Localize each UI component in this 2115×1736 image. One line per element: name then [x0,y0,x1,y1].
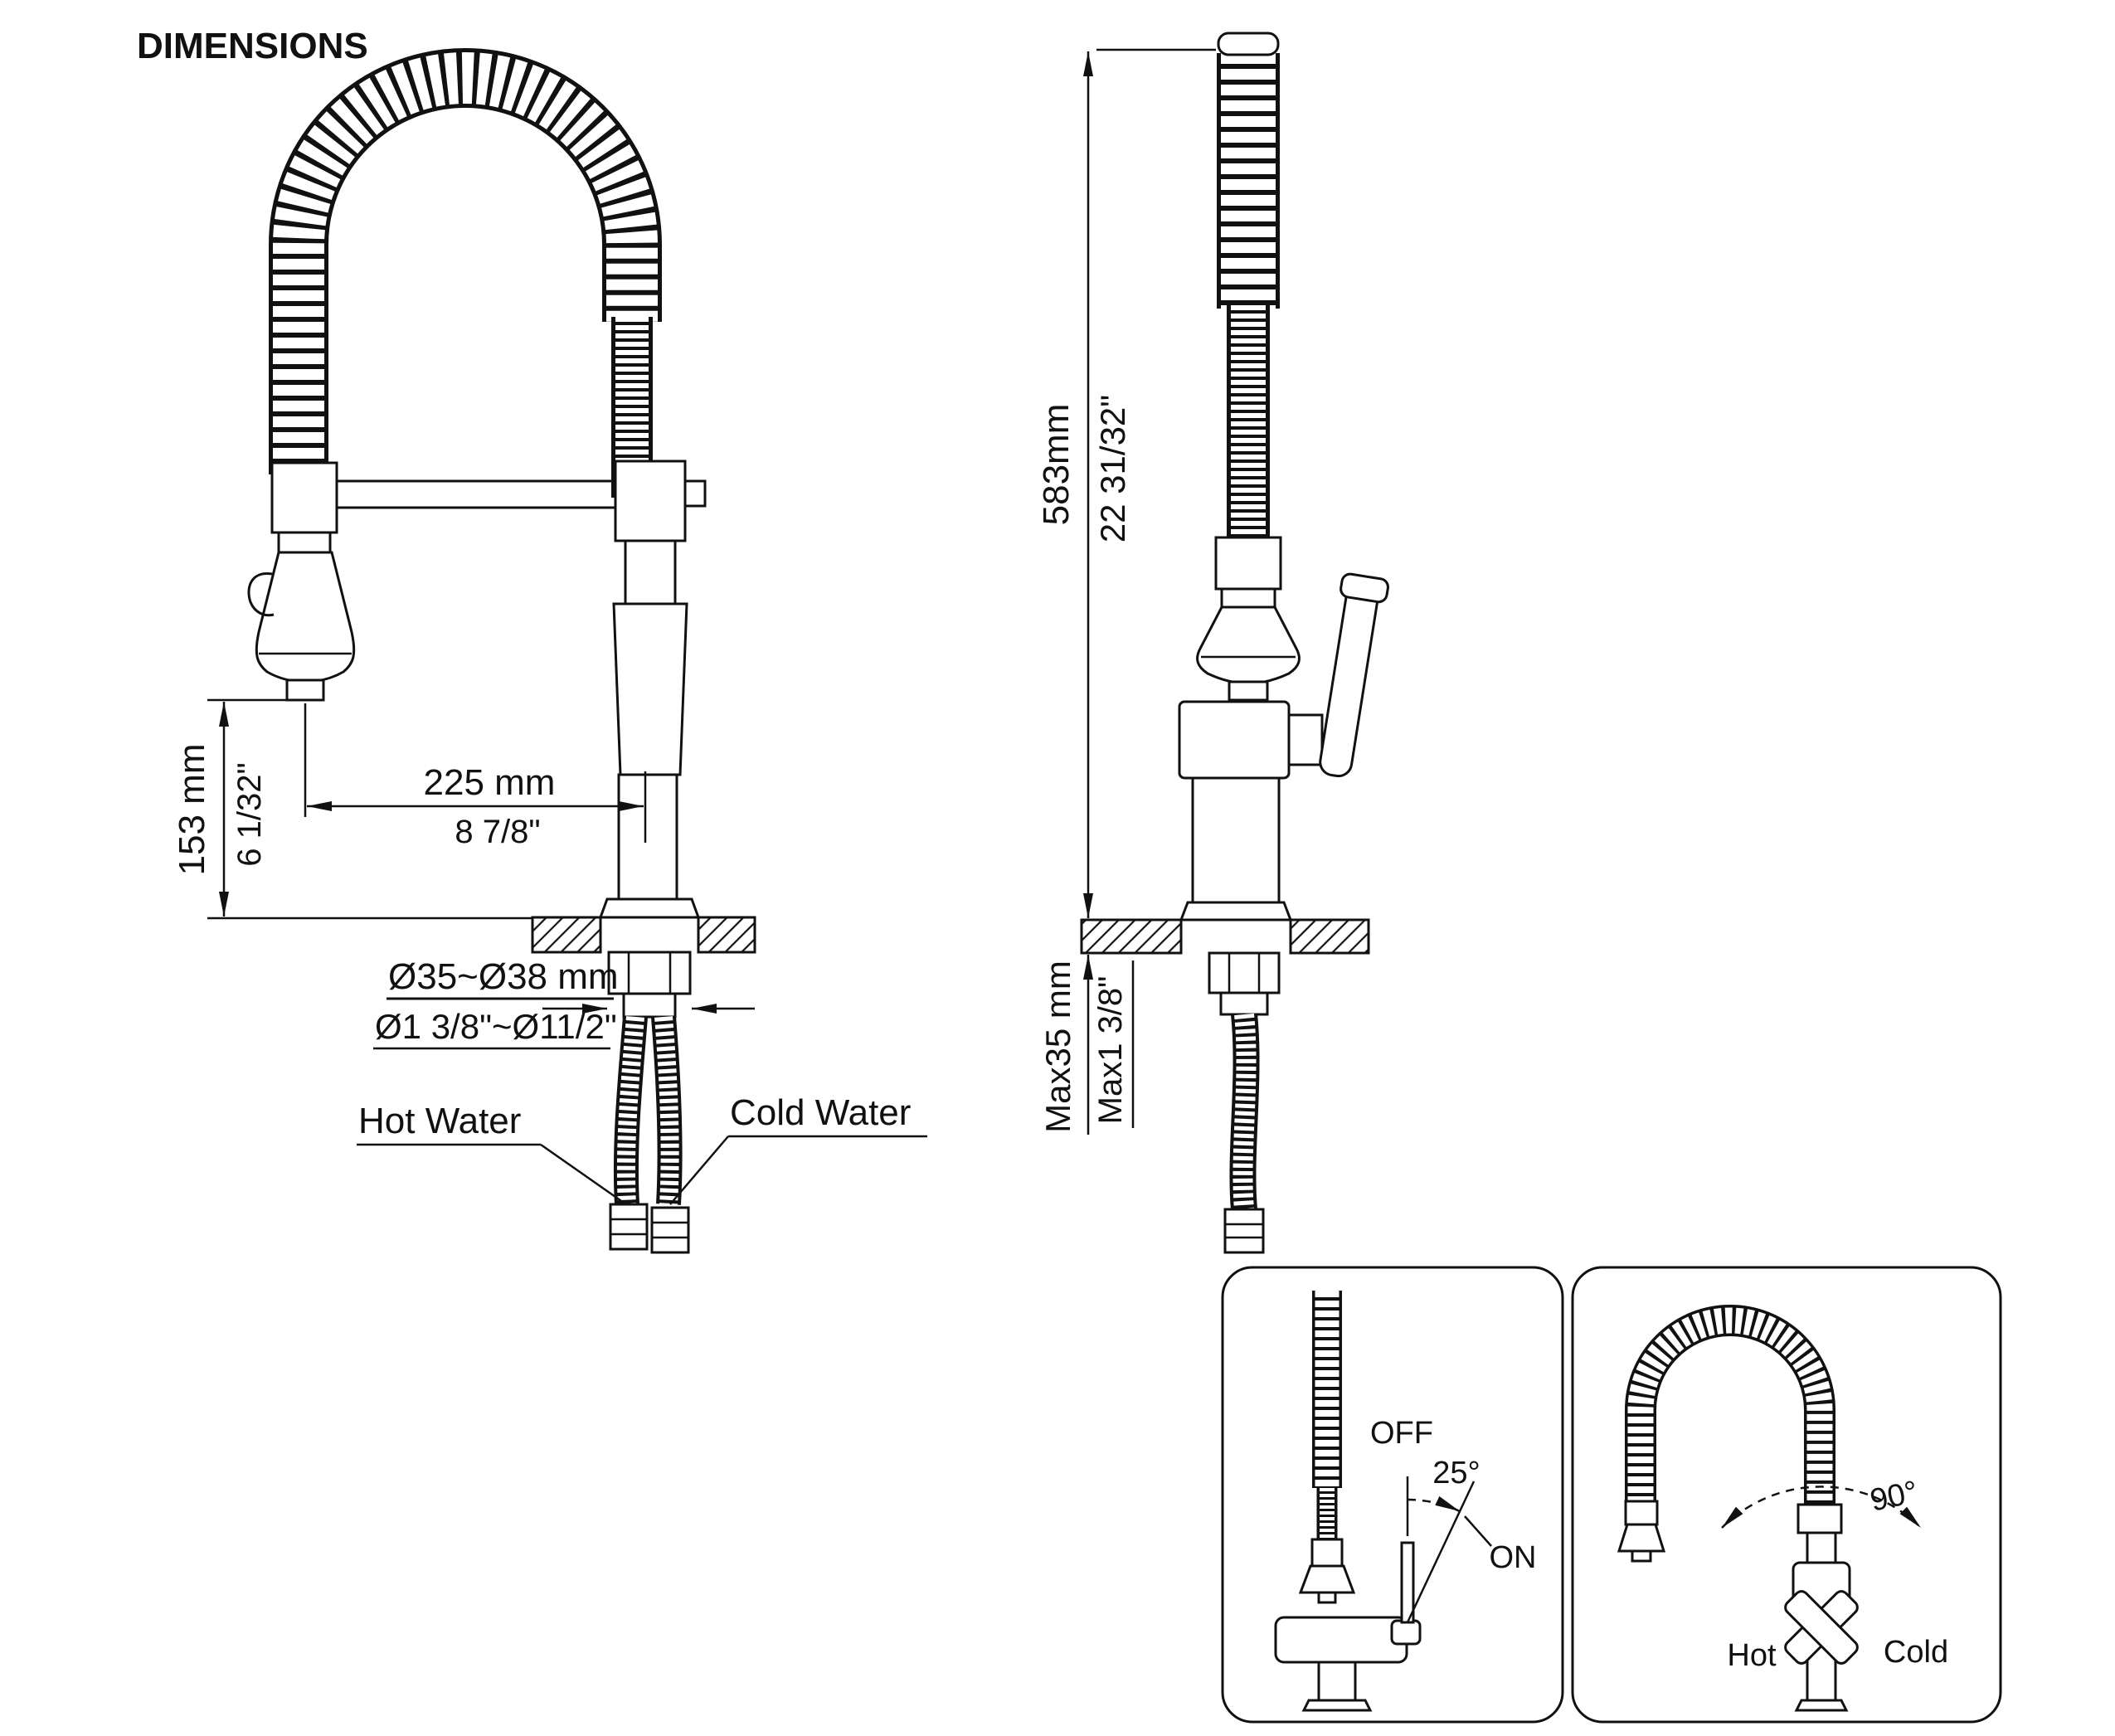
front-view: 153 mm 6 1/32" 225 mm 8 7/8" Ø35~Ø38 mm … [172,48,927,1254]
inset2-spray-nozzle [1631,1549,1652,1563]
side-mounting-nut [1208,951,1281,994]
front-faucet-body [598,460,707,919]
dim-total-height-mm: 583mm [1036,404,1077,526]
front-supply [607,951,692,1254]
side-handle-lever [1319,572,1389,778]
side-deck-right [1289,918,1370,955]
inset2-top-block [1797,1503,1843,1534]
front-spray-head [247,461,356,702]
side-spray-collar [1220,587,1276,609]
front-side-screw [683,479,707,508]
inset2-rotation-arc [1721,1486,1922,1529]
dim-hole-diameter: Ø35~Ø38 mm Ø1 3/8"~Ø11/2" [373,956,755,1050]
front-hot-hose-nut [609,1203,649,1251]
side-spring-spout [1217,32,1280,539]
front-spray-lever [247,572,275,617]
inset-handle-angle: OFF 25° ON [1221,1266,1564,1724]
inset1-spray-nozzle [1317,1591,1337,1604]
front-spring-spout [269,48,662,498]
inset1-spray-body [1298,1564,1356,1594]
inset2-cold-label: Cold [1884,1635,1948,1670]
front-base-flange [598,897,701,919]
side-spray-head [1196,536,1301,702]
inset1-base [1301,1699,1373,1712]
front-spray-nozzle [285,678,325,702]
side-body-upper [1178,700,1291,780]
front-spray-holder [270,461,338,534]
dim-spout-reach-mm: 225 mm [424,762,556,803]
inset-handle-rotation-panel [1571,1266,2002,1724]
side-spray-body [1196,605,1301,685]
front-deck-left [531,916,602,954]
side-faucet-body [1178,572,1389,921]
dim-spout-reach: 225 mm 8 7/8" [304,703,647,850]
front-deck [531,916,756,954]
side-view: 583mm 22 31/32" Max35 mm Max1 3/8" [1036,32,1389,1254]
front-top-block [614,460,687,542]
front-support-bar [335,474,617,514]
inset1-body [1274,1616,1408,1664]
front-body-lower [617,773,678,901]
side-supply [1208,951,1281,1254]
inset1-angle-arc [1407,1495,1461,1513]
front-cold-hose-nut [650,1206,690,1254]
side-deck [1080,918,1370,955]
inset1-angle-label: 25° [1432,1456,1480,1490]
cold-water-label: Cold Water [730,1092,911,1133]
dim-total-height-in: 22 31/32" [1093,395,1132,542]
inset2-spray-holder [1624,1500,1659,1526]
inset1-handle-pivot [1390,1619,1422,1646]
dim-spout-height-in: 6 1/32" [231,762,268,866]
front-hose-connector [622,992,677,1019]
dim-deck-thickness-mm: Max35 mm [1038,960,1077,1133]
supply-labels: Hot Water Cold Water [357,1092,927,1205]
front-neck [624,539,677,605]
inset1-off-label: OFF [1370,1416,1433,1451]
dim-total-height: 583mm 22 31/32" [1036,48,1216,918]
side-body-lower [1191,776,1281,904]
side-hose-connector [1219,991,1269,1016]
inset1-handle-off-position [1400,1541,1415,1624]
dim-deck-thickness: Max35 mm Max1 3/8" [1038,955,1135,1135]
inset-handle-angle-panel [1221,1266,1564,1724]
dim-hole-in: Ø1 3/8"~Ø11/2" [375,1007,617,1046]
inset1-handle-on-position [1406,1481,1476,1623]
side-hose-nut [1223,1208,1265,1254]
front-spray-collar [277,531,332,554]
dim-hole-mm: Ø35~Ø38 mm [388,956,619,997]
front-spring-coil-texture [273,52,658,474]
dim-spout-height-mm: 153 mm [172,744,212,876]
page-title: DIMENSIONS [137,26,368,66]
inset-handle-rotation: 90° Hot Cold [1571,1266,2002,1724]
side-spray-holder [1214,536,1282,591]
dim-deck-thickness-in: Max1 3/8" [1092,976,1129,1125]
hot-water-label: Hot Water [358,1101,521,1141]
inset1-spray-holder [1310,1538,1344,1568]
side-base-flange [1179,901,1293,921]
side-spray-nozzle [1228,680,1269,702]
front-deck-right [697,916,756,954]
front-mounting-nut [607,951,692,995]
inset1-on-label: ON [1490,1540,1537,1575]
dim-spout-height: 153 mm 6 1/32" [172,698,532,920]
inset2-handle-cold-position [1784,1590,1859,1665]
inset2-spray-body [1617,1523,1666,1553]
inset1-pedestal [1317,1661,1357,1702]
side-handle-hub [1287,713,1324,766]
inset2-hot-label: Hot [1727,1638,1777,1673]
dim-spout-reach-in: 8 7/8" [455,814,540,850]
inset2-base [1794,1699,1849,1712]
front-spray-body [255,551,356,683]
front-body-upper [612,602,688,776]
side-spring-cap [1217,32,1280,56]
side-deck-left [1080,918,1183,955]
